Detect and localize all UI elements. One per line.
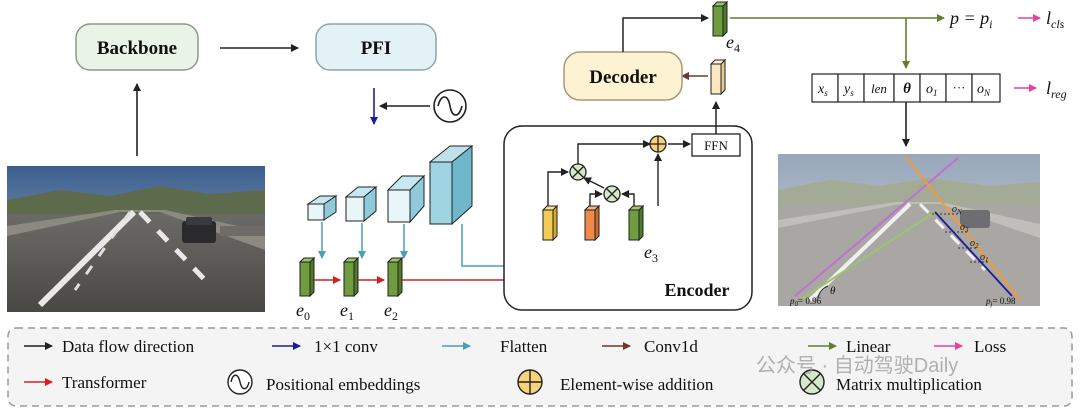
pyramid-feature-4 [428, 144, 474, 226]
pyramid-feature-2 [344, 185, 378, 223]
label-e2: e2 [384, 300, 398, 323]
output-annotations: θ oN o3 o2 o1 p0= 0.96 pj= 0.98 [789, 204, 1016, 308]
cell-dots: ··· [953, 80, 966, 95]
legend-pos-emb-label: Positional embeddings [266, 375, 420, 394]
feature-e0 [298, 256, 316, 298]
enc-line-k-to-mm1 [589, 190, 603, 206]
svg-text:e1: e1 [340, 300, 354, 323]
positional-embedding-icon [433, 89, 467, 123]
add-icon [649, 135, 667, 153]
offset-label-o3: o3 [960, 222, 969, 234]
enc-line-mm2-to-add [577, 140, 651, 164]
output-road-image [778, 154, 1040, 306]
backbone-label: Backbone [97, 38, 177, 59]
legend-data-flow-label: Data flow direction [62, 337, 195, 356]
svg-text:e3: e3 [644, 242, 658, 265]
cell-oN: oN [977, 82, 991, 98]
svg-text:e4: e4 [726, 32, 740, 55]
offset-label-oN: oN [952, 204, 962, 216]
output-prob: p = pi [948, 8, 993, 31]
svg-text:e0: e0 [296, 300, 310, 323]
feature-e1 [342, 256, 360, 298]
regression-vector: xs ys len θ o1 ··· oN [811, 73, 1001, 103]
offset-label-o1: o1 [980, 252, 989, 264]
legend-transformer-label: Transformer [62, 373, 147, 392]
legend-add-label: Element-wise addition [560, 375, 714, 394]
cell-theta: θ [903, 81, 911, 97]
label-e0: e0 [296, 300, 310, 323]
legend-pos-emb-icon [227, 369, 253, 395]
feature-e2 [386, 256, 404, 298]
ffn-label: FFN [704, 138, 728, 153]
loss-cls: lcls [1046, 8, 1065, 31]
prob-label-p0: p0= 0.96 [789, 296, 822, 308]
svg-text:lcls: lcls [1046, 8, 1065, 31]
encoder-label: Encoder [665, 280, 730, 300]
backbone-block: Backbone [75, 23, 199, 71]
prob-label-pj: pj= 0.98 [985, 296, 1016, 308]
legend-add-icon [517, 369, 543, 395]
legend-flatten-label: Flatten [500, 337, 548, 356]
svg-text:lreg: lreg [1046, 78, 1067, 101]
decoder-block: Decoder [563, 51, 683, 101]
svg-text:e2: e2 [384, 300, 398, 323]
pyramid-feature-3 [386, 174, 426, 224]
loss-reg: lreg [1046, 78, 1067, 101]
legend: Data flow direction 1×1 conv Flatten Con… [7, 327, 1073, 407]
offset-label-o2: o2 [970, 238, 979, 250]
cell-ys: ys [842, 82, 854, 98]
enc-line-v-to-mm1 [621, 190, 635, 206]
label-e3: e3 [644, 242, 658, 265]
legend-conv1x1-label: 1×1 conv [314, 337, 378, 356]
matmul-icon-2 [569, 163, 587, 181]
encoder-key-feature [583, 204, 601, 242]
legend-linear-label: Linear [846, 337, 891, 356]
pfi-label: PFI [361, 38, 392, 59]
cell-o1: o1 [926, 82, 938, 98]
watermark-text: 公众号 · 自动驾驶Daily [756, 354, 958, 377]
enc-line-mm1-to-mm2 [583, 177, 605, 189]
label-e4: e4 [726, 32, 740, 55]
decoder-label: Decoder [589, 67, 657, 88]
feature-e3 [627, 204, 645, 242]
pyramid-feature-1 [306, 195, 338, 221]
label-e1: e1 [340, 300, 354, 323]
svg-text:p = pi: p = pi [948, 8, 993, 31]
matmul-icon-1 [603, 185, 621, 203]
decoder-to-e4 [622, 14, 709, 52]
legend-matmul-icon [799, 369, 825, 395]
enc-line-q [547, 168, 569, 206]
cell-len: len [871, 81, 887, 96]
legend-matmul-label: Matrix multiplication [836, 375, 982, 394]
encoder-query-feature [541, 204, 559, 242]
theta-label: θ [830, 285, 836, 297]
legend-loss-label: Loss [974, 337, 1006, 356]
feature-e4 [711, 0, 729, 38]
input-road-image [7, 166, 265, 312]
cell-xs: xs [817, 82, 828, 98]
ffn-block: FFN [691, 133, 741, 157]
pfi-block: PFI [315, 23, 437, 71]
legend-conv1d-label: Conv1d [644, 337, 698, 356]
query-feature [709, 58, 727, 96]
